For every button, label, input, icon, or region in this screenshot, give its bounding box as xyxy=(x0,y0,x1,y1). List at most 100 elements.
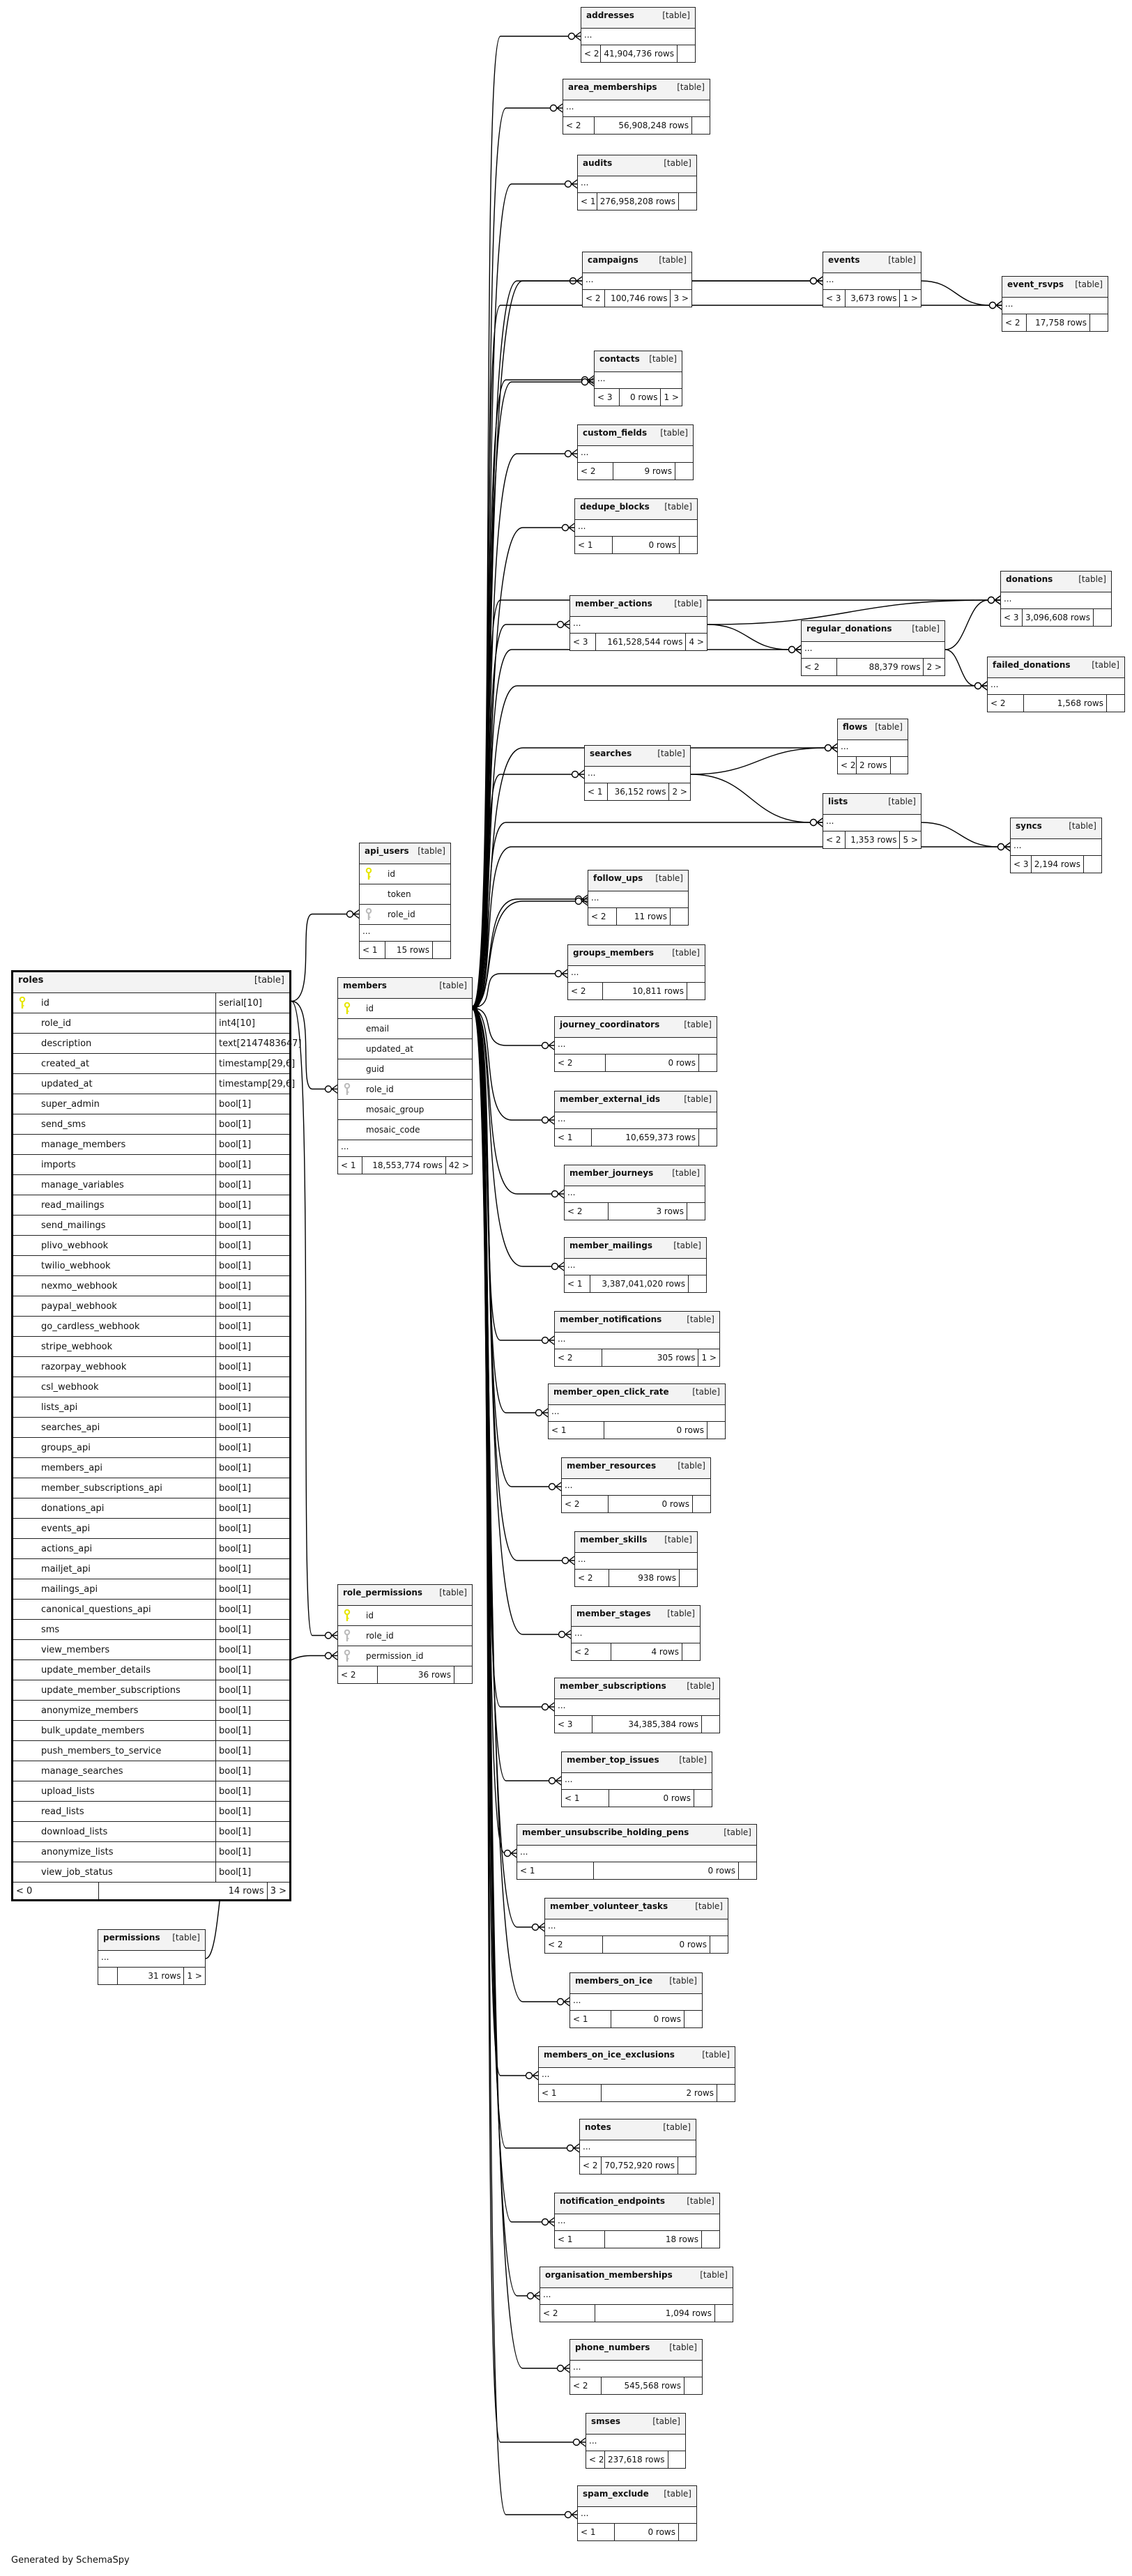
more-columns-row[interactable]: ... xyxy=(1002,298,1108,314)
child-count[interactable] xyxy=(682,1643,700,1660)
child-count[interactable] xyxy=(698,1055,717,1071)
child-count[interactable] xyxy=(432,942,450,958)
table-header[interactable]: event_rsvps[table] xyxy=(1002,277,1108,298)
table-name[interactable]: smses xyxy=(591,2416,621,2426)
column-row[interactable]: role_id xyxy=(360,905,450,925)
table-name[interactable]: follow_ups xyxy=(593,873,643,883)
column-row[interactable]: email xyxy=(338,1019,472,1039)
table-name[interactable]: event_rsvps xyxy=(1007,279,1064,289)
parent-count[interactable]: < 2 xyxy=(583,2161,598,2170)
parent-count[interactable]: < 2 xyxy=(584,49,599,59)
table-header[interactable]: member_skills[table] xyxy=(575,1532,697,1553)
table-header[interactable]: groups_members[table] xyxy=(568,945,705,966)
child-count[interactable] xyxy=(678,2524,696,2540)
table-header[interactable]: member_external_ids[table] xyxy=(555,1091,717,1112)
table-header[interactable]: members_on_ice_exclusions[table] xyxy=(539,2047,735,2068)
more-columns-row[interactable]: ... xyxy=(838,740,908,757)
table-header[interactable]: member_top_issues[table] xyxy=(562,1752,712,1773)
more-columns-row[interactable]: ... xyxy=(581,29,695,45)
table-header[interactable]: member_stages[table] xyxy=(572,1606,700,1627)
table-name[interactable]: searches xyxy=(590,749,632,758)
table-name[interactable]: events xyxy=(828,255,860,265)
child-count[interactable] xyxy=(684,2011,702,2027)
child-count[interactable]: 1 > xyxy=(899,290,921,307)
table-name[interactable]: member_stages xyxy=(576,1609,651,1618)
table-header[interactable]: members_on_ice[table] xyxy=(570,1973,702,1994)
table-name[interactable]: lists xyxy=(828,797,848,806)
child-count[interactable] xyxy=(1089,314,1108,331)
more-columns-row[interactable]: ... xyxy=(360,925,450,942)
table-name[interactable]: members_on_ice xyxy=(575,1976,653,1986)
child-count[interactable] xyxy=(688,1275,706,1292)
more-columns-row[interactable]: ... xyxy=(539,2068,735,2085)
column-row[interactable]: token xyxy=(360,884,450,905)
child-count[interactable] xyxy=(717,2085,735,2101)
child-count[interactable] xyxy=(1106,695,1124,712)
more-columns-row[interactable]: ... xyxy=(338,1140,472,1157)
parent-count[interactable]: < 1 xyxy=(567,1279,583,1289)
more-columns-row[interactable]: ... xyxy=(575,520,697,537)
child-count[interactable] xyxy=(679,1570,697,1586)
child-count[interactable] xyxy=(694,1790,712,1807)
more-columns-row[interactable]: ... xyxy=(555,1112,717,1129)
parent-count[interactable]: < 2 xyxy=(566,121,581,130)
table-name[interactable]: donations xyxy=(1006,574,1053,584)
more-columns-row[interactable]: ... xyxy=(583,273,691,290)
child-count[interactable]: 2 > xyxy=(668,783,690,800)
more-columns-row[interactable]: ... xyxy=(565,1259,706,1275)
more-columns-row[interactable]: ... xyxy=(555,2214,719,2231)
table-header[interactable]: custom_fields[table] xyxy=(578,425,693,446)
more-columns-row[interactable]: ... xyxy=(540,2288,733,2305)
parent-count[interactable]: < 3 xyxy=(826,293,841,303)
table-name[interactable]: custom_fields xyxy=(583,428,648,438)
more-columns-row[interactable]: ... xyxy=(570,617,707,634)
table-name[interactable]: roles xyxy=(18,975,44,986)
more-columns-row[interactable]: ... xyxy=(98,1951,205,1968)
parent-count[interactable]: < 1 xyxy=(581,197,596,206)
parent-count[interactable]: < 1 xyxy=(578,540,593,550)
child-count[interactable] xyxy=(714,2305,733,2322)
parent-count[interactable]: < 3 xyxy=(1014,859,1029,869)
table-name[interactable]: notification_endpoints xyxy=(560,2196,666,2206)
table-header[interactable]: member_journeys[table] xyxy=(565,1165,705,1186)
table-header[interactable]: member_unsubscribe_holding_pens[table] xyxy=(517,1825,756,1846)
child-count[interactable] xyxy=(679,537,697,553)
parent-count[interactable]: < 1 xyxy=(551,1425,567,1435)
table-header[interactable]: campaigns[table] xyxy=(583,252,691,273)
child-count[interactable] xyxy=(889,757,908,774)
parent-count[interactable]: < 1 xyxy=(542,2088,557,2098)
parent-count[interactable]: < 2 xyxy=(841,760,856,770)
table-header[interactable]: member_volunteer_tasks[table] xyxy=(545,1899,728,1919)
table-header[interactable]: member_notifications[table] xyxy=(555,1312,719,1333)
child-count[interactable] xyxy=(675,463,693,480)
